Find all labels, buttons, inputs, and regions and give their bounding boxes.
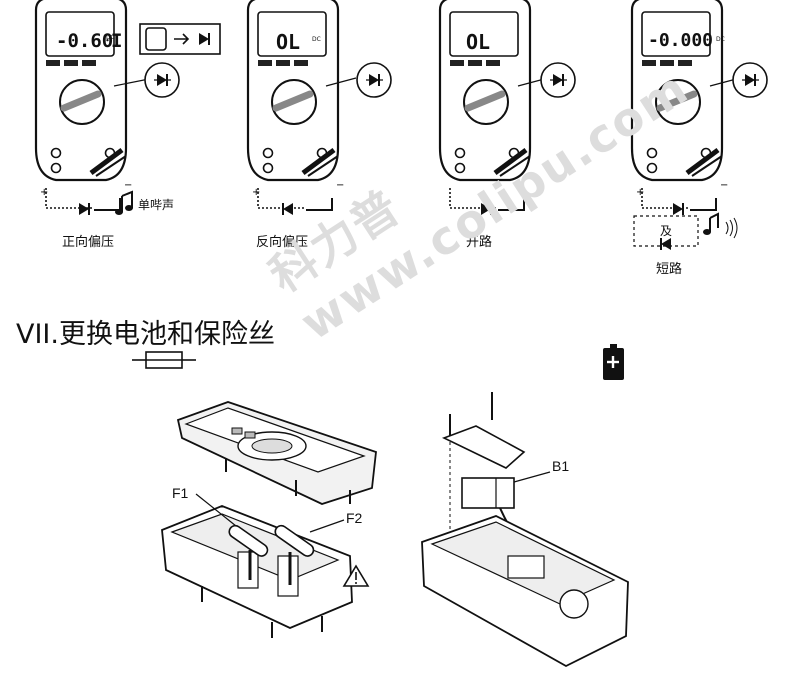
caption-short-circuit: 短路 [656,262,683,277]
svg-text:−: − [720,180,728,191]
svg-text:−: − [336,180,344,191]
diode-check-icon [139,23,221,55]
meter-panel-reverse: + − [248,0,391,216]
svg-text:+: + [40,187,48,198]
lcd-readout-suffix: I [111,30,123,52]
fuse-replacement-diagram [161,401,377,638]
caption-open-circuit: 开路 [466,235,493,250]
svg-text:+: + [636,187,644,198]
lcd-readout: -0.60 [56,30,114,52]
meter-panel-short: + − [632,0,767,251]
replacement-diagrams [161,392,629,668]
lcd-readout: OL [466,30,491,54]
lcd-unit: DC [716,36,725,43]
caption-forward-bias: 正向偏压 [62,235,115,250]
diode-test-diagrams: + − + − [0,0,790,251]
lcd-unit: DC [312,36,321,43]
svg-text:−: − [124,180,132,191]
beep-icon [115,190,133,215]
caption-and: 及 [660,224,673,238]
svg-text:+: + [252,187,260,198]
caption-reverse-bias: 反向偏压 [256,235,309,250]
section-title: VII.更换电池和保险丝 [16,319,275,350]
battery-replacement-diagram [421,392,629,668]
fuse-label-f2: F2 [346,510,363,526]
meter-panel-open [440,0,575,216]
section-icons [132,344,624,380]
beep-icon-short [703,212,738,239]
lcd-readout: OL [276,30,301,54]
lcd-unit: DC [106,34,115,41]
lcd-readout: -0.000 [648,30,714,51]
battery-icon [603,344,624,380]
caption-single-beep: 单哔声 [138,198,175,212]
battery-label-b1: B1 [552,458,570,474]
fuse-label-f1: F1 [172,485,189,501]
fuse-icon [132,351,196,369]
